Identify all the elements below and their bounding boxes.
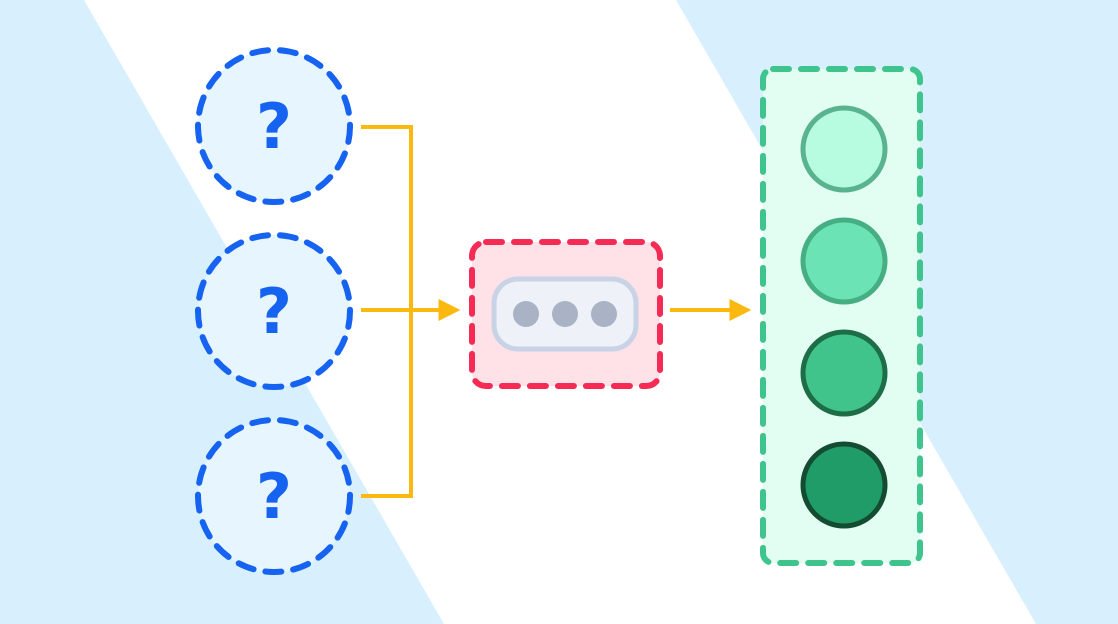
question-mark-icon: ?: [256, 90, 292, 163]
input-node: ?: [195, 417, 353, 575]
dot: [513, 301, 539, 327]
model-box: [469, 239, 663, 389]
input-nodes: ???: [195, 47, 353, 575]
output-circle: [800, 105, 888, 193]
connector-lines: [361, 125, 752, 498]
output-circle: [800, 329, 888, 417]
input-node: ?: [195, 47, 353, 205]
input-node-circle: [195, 47, 353, 205]
dots-group: [513, 301, 617, 327]
connector-top: [361, 125, 413, 310]
question-mark-icon: ?: [256, 460, 292, 533]
output-panel: [760, 66, 923, 566]
input-node: ?: [195, 232, 353, 390]
question-mark-icon: ?: [256, 275, 292, 348]
output-circle: [800, 441, 888, 529]
output-panel-frame: [760, 66, 923, 566]
output-circle: [800, 217, 888, 305]
connector-bottom: [361, 310, 413, 498]
dot: [591, 301, 617, 327]
input-node-circle: [195, 232, 353, 390]
dot: [552, 301, 578, 327]
input-node-circle: [195, 417, 353, 575]
output-circles: [800, 105, 888, 529]
